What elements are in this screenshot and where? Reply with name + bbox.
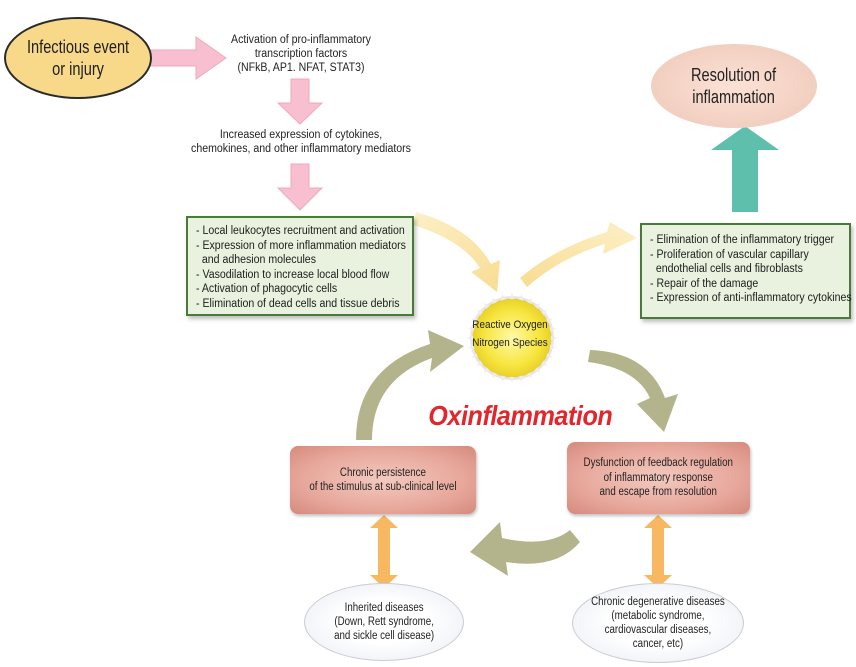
sun-ray bbox=[534, 302, 541, 309]
sun-ray bbox=[501, 375, 506, 382]
node-degenerative-diseases: Chronic degenerative diseases (metabolic… bbox=[572, 583, 744, 663]
node-reactive-species: Reactive Oxygen Nitrogen Species bbox=[462, 316, 558, 360]
sun-ray bbox=[549, 344, 556, 349]
sun-ray bbox=[550, 335, 557, 341]
degenerative-line-1: Chronic degenerative diseases bbox=[591, 596, 725, 608]
resolution-item: - Repair of the damage bbox=[650, 277, 759, 290]
sun-ray bbox=[483, 302, 490, 309]
sun-ray bbox=[546, 352, 553, 358]
sun-ray bbox=[468, 344, 475, 349]
resolution-item: endothelial cells and fibroblasts bbox=[650, 263, 803, 275]
node-resolution-steps: - Elimination of the inflammatory trigge… bbox=[640, 223, 852, 319]
response-item: - Activation of phagocytic cells bbox=[196, 283, 338, 295]
sun-ray bbox=[549, 327, 556, 332]
inherited-line-3: and sickle cell disease) bbox=[333, 630, 435, 642]
sun-ray bbox=[476, 360, 483, 367]
arrow-chronic-to-ros bbox=[356, 330, 464, 440]
trigger-line-2: or injury bbox=[52, 59, 104, 79]
transcription-line-3: (NFkB, AP1. NFAT, STAT3) bbox=[237, 62, 365, 74]
response-item: - Vasodilation to increase local blood f… bbox=[196, 268, 390, 281]
node-infectious-event: Infectious event or injury bbox=[4, 17, 152, 99]
inherited-line-1: Inherited diseases bbox=[344, 602, 424, 614]
degenerative-line-2: (metabolic syndrome, bbox=[611, 610, 705, 622]
response-item: - Elimination of dead cells and tissue d… bbox=[196, 297, 400, 310]
sun-ray bbox=[501, 294, 506, 301]
node-acute-response: - Local leukocytes recruitment and activ… bbox=[186, 216, 414, 316]
sun-ray bbox=[476, 309, 483, 316]
node-feedback-dysfunction: Dysfunction of feedback regulation of in… bbox=[567, 442, 750, 514]
node-chronic-persistence: Chronic persistence of the stimulus at s… bbox=[290, 446, 476, 514]
degenerative-line-4: cancer, etc) bbox=[632, 638, 684, 650]
double-arrow-dysfunction-degenerative bbox=[644, 515, 672, 588]
inherited-line-2: (Down, Rett syndrome, bbox=[334, 616, 434, 628]
sun-ray bbox=[483, 367, 490, 374]
mediators-line-1: Increased expression of cytokines, bbox=[219, 129, 383, 141]
sun-ray bbox=[518, 375, 523, 382]
degenerative-line-3: cardiovascular diseases, bbox=[604, 624, 712, 636]
sun-ray bbox=[468, 327, 475, 332]
arrow-mediators-to-response bbox=[276, 163, 324, 211]
oxinflammation-title-text: Oxinflammation bbox=[427, 400, 613, 431]
response-item: and adhesion molecules bbox=[196, 254, 316, 266]
ros-line-2: Nitrogen Species bbox=[472, 337, 548, 349]
node-transcription-factors: Activation of pro-inflammatory transcrip… bbox=[223, 33, 379, 75]
resolution-item: - Elimination of the inflammatory trigge… bbox=[650, 234, 835, 246]
chronic-line-1: Chronic persistence bbox=[339, 466, 427, 479]
sun-ray bbox=[492, 297, 498, 304]
arrow-dysfunction-to-chronic bbox=[470, 522, 580, 576]
sun-ray bbox=[526, 297, 532, 304]
sun-ray bbox=[534, 367, 541, 374]
resolution-item: - Expression of anti-inflammatory cytoki… bbox=[650, 292, 852, 304]
node-inflammatory-mediators: Increased expression of cytokines, chemo… bbox=[188, 128, 414, 156]
response-item: - Local leukocytes recruitment and activ… bbox=[196, 225, 405, 237]
dysfunction-line-1: Dysfunction of feedback regulation bbox=[583, 457, 734, 470]
sun-ray bbox=[541, 360, 548, 367]
sun-ray bbox=[526, 372, 532, 379]
dysfunction-line-3: and escape from resolution bbox=[599, 486, 718, 499]
transcription-line-2: transcription factors bbox=[254, 48, 348, 60]
mediators-line-2: chemokines, and other inflammatory media… bbox=[191, 143, 411, 155]
sun-ray bbox=[546, 318, 553, 324]
dysfunction-line-2: of inflammatory response bbox=[603, 471, 714, 484]
response-item: - Expression of more inflammation mediat… bbox=[196, 239, 406, 252]
transcription-line-1: Activation of pro-inflammatory bbox=[231, 34, 371, 46]
arrow-to-resolution bbox=[711, 126, 779, 212]
sun-ray bbox=[509, 293, 515, 300]
sun-ray bbox=[509, 376, 515, 383]
node-resolution-of-inflammation: Resolution of inflammation bbox=[651, 44, 817, 128]
resolution-item: - Proliferation of vascular capillary bbox=[650, 248, 809, 261]
arrow-ros-to-resolution-steps bbox=[520, 222, 637, 287]
double-arrow-chronic-inherited bbox=[370, 515, 398, 588]
oxinflammation-title: Oxinflammation bbox=[400, 400, 640, 436]
sun-ray bbox=[492, 372, 498, 379]
arrow-response-to-ros bbox=[413, 212, 500, 292]
ros-sun bbox=[467, 293, 557, 383]
trigger-line-1: Infectious event bbox=[26, 37, 130, 57]
arrow-transcription-to-mediators bbox=[276, 78, 324, 125]
chronic-line-2: of the stimulus at sub-clinical level bbox=[309, 481, 457, 493]
arrow-ros-to-dysfunction bbox=[588, 350, 678, 432]
arrow-trigger-to-transcription bbox=[150, 36, 227, 80]
node-inherited-diseases: Inherited diseases (Down, Rett syndrome,… bbox=[304, 583, 464, 661]
resolution-line-2: inflammation bbox=[692, 87, 776, 107]
sun-ray bbox=[471, 352, 478, 358]
sun-ray bbox=[518, 294, 523, 301]
sun-ray bbox=[541, 309, 548, 316]
sun-ray bbox=[471, 318, 478, 324]
resolution-line-1: Resolution of bbox=[691, 65, 777, 85]
sun-ray bbox=[467, 335, 474, 341]
ros-line-1: Reactive Oxygen bbox=[472, 319, 548, 331]
